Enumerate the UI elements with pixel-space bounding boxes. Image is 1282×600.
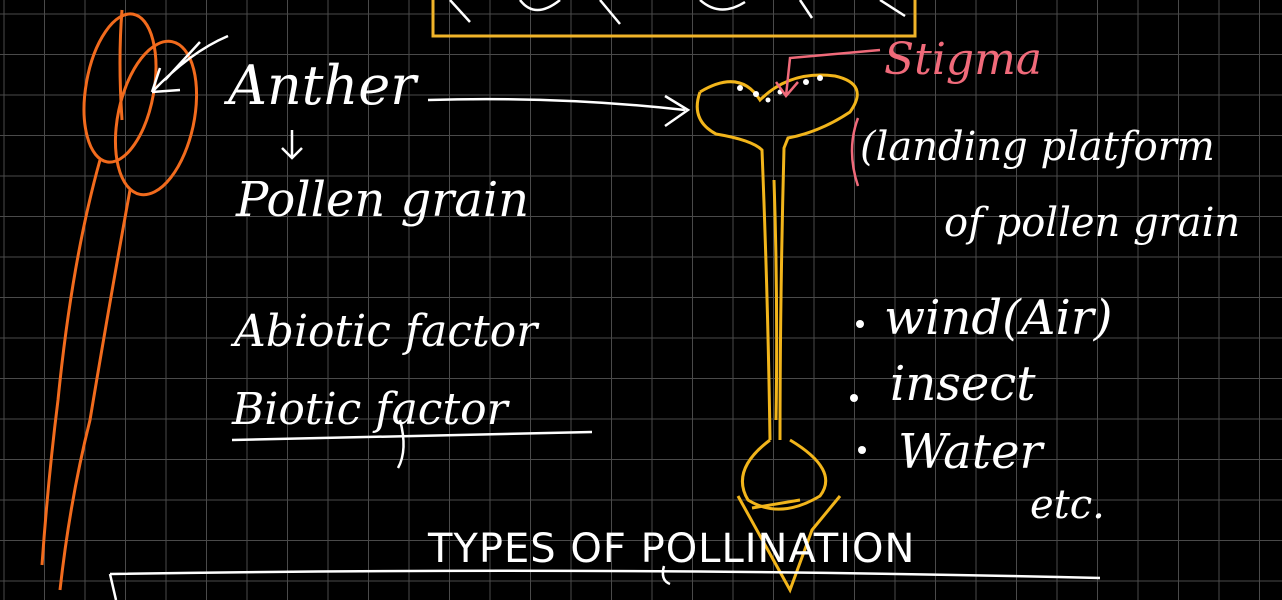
title-box <box>433 0 915 36</box>
abiotic-label: Abiotic factor <box>230 306 540 357</box>
stigma-desc-line2: of pollen grain <box>944 200 1240 246</box>
agent-insect: insect <box>890 356 1036 412</box>
pistil-sketch <box>697 75 857 590</box>
anther-to-stigma-arrow <box>428 96 688 126</box>
title-box-scribble <box>450 0 905 24</box>
down-arrow <box>282 130 302 158</box>
agent-water: Water <box>898 424 1045 480</box>
agent-bullets <box>850 320 866 454</box>
agent-wind: wind(Air) <box>884 290 1113 346</box>
stigma-label: Stigma <box>884 34 1042 85</box>
anther-label: Anther <box>223 54 419 117</box>
stigma-desc-line1: (landing platform <box>860 124 1215 170</box>
biotic-label: Biotic factor <box>231 384 511 435</box>
pollen-grain-label: Pollen grain <box>235 172 529 228</box>
types-heading: TYPES OF POLLINATION <box>427 526 915 572</box>
anther-pointer-arrow <box>152 36 228 92</box>
agent-etc: etc. <box>1030 482 1105 528</box>
